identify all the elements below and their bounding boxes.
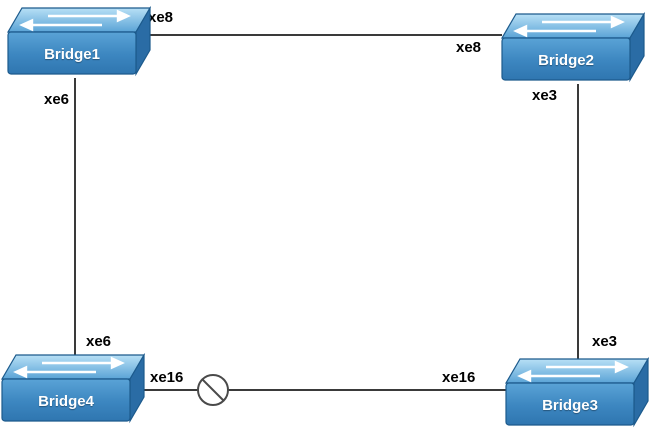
switch-icon — [504, 357, 650, 428]
link-bridge2-bridge3 — [577, 84, 579, 361]
port-label-bridge4-xe6: xe6 — [86, 333, 112, 350]
node-bridge3: Bridge3 — [504, 357, 650, 431]
port-label-bridge4-xe16: xe16 — [150, 369, 184, 386]
node-bridge2: Bridge2 — [500, 12, 646, 86]
bidirectional-arrows-icon — [13, 356, 125, 379]
blocked-port-icon — [197, 374, 229, 406]
link-bridge1-bridge2 — [150, 34, 502, 36]
switch-icon — [0, 353, 146, 424]
port-label-bridge1-xe6: xe6 — [44, 91, 70, 108]
port-label-bridge2-xe8: xe8 — [456, 39, 482, 56]
node-bridge4: Bridge4 — [0, 353, 146, 427]
port-label-bridge1-xe8: xe8 — [148, 9, 174, 26]
port-label-bridge2-xe3: xe3 — [532, 87, 558, 104]
bidirectional-arrows-icon — [513, 15, 625, 38]
link-bridge4-bridge3 — [144, 389, 506, 391]
switch-icon — [6, 6, 152, 77]
link-bridge1-bridge4 — [74, 78, 76, 357]
port-label-bridge3-xe16: xe16 — [442, 369, 476, 386]
node-bridge1: Bridge1 — [6, 6, 152, 80]
switch-icon — [500, 12, 646, 83]
port-label-bridge3-xe3: xe3 — [592, 333, 618, 350]
bidirectional-arrows-icon — [517, 360, 629, 383]
bidirectional-arrows-icon — [19, 9, 131, 32]
